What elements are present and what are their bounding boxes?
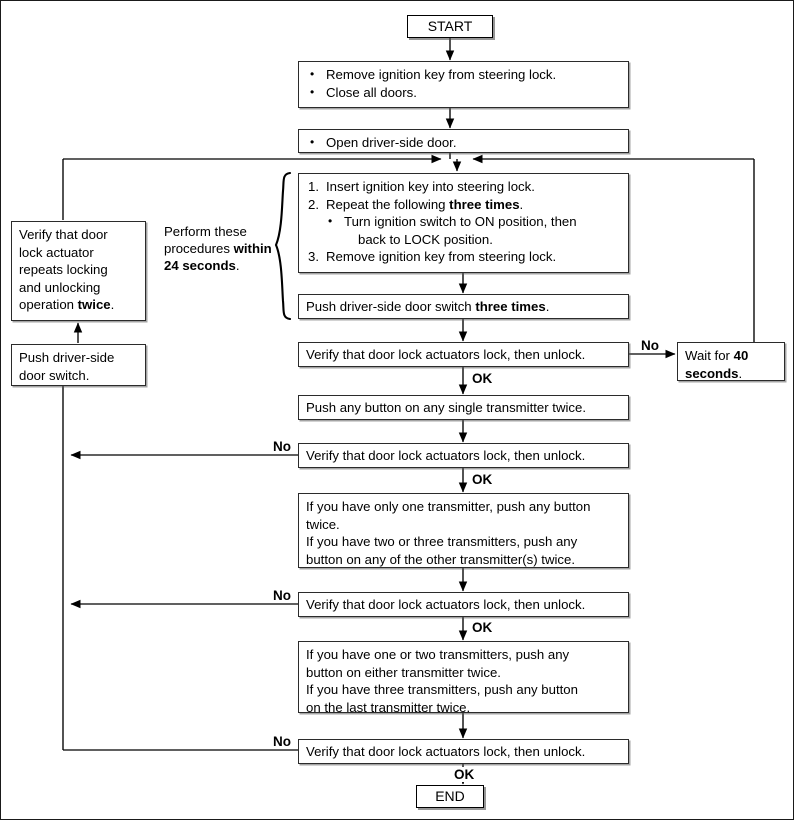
node-verify-actuators-1: Verify that door lock actuators lock, th…: [298, 342, 629, 367]
prep-item-2: • Close all doors.: [310, 84, 417, 100]
edge-label-no-2: No: [272, 439, 292, 454]
node-end: END: [416, 785, 484, 808]
procedure-step-2-sub-cont: back to LOCK position.: [358, 231, 493, 247]
bullet-icon: •: [310, 84, 315, 99]
edge-label-no-4: No: [272, 734, 292, 749]
bullet-icon: •: [328, 214, 333, 228]
open-door-item-1: • Open driver-side door.: [310, 135, 457, 150]
procedure-step-1: 1. Insert ignition key into steering loc…: [308, 179, 535, 194]
node-prep-steps: • Remove ignition key from steering lock…: [298, 61, 629, 108]
edge-label-no-3: No: [272, 588, 292, 603]
edge-label-ok-1: OK: [471, 371, 494, 386]
node-verify-actuators-3: Verify that door lock actuators lock, th…: [298, 592, 629, 617]
node-start: START: [407, 15, 493, 38]
prep-item-1: • Remove ignition key from steering lock…: [310, 67, 557, 82]
timing-brace: [271, 171, 293, 321]
edge-label-no-1: No: [640, 338, 660, 353]
node-open-driver-door: • Open driver-side door.: [298, 129, 629, 153]
node-push-door-switch-three-times: Push driver-side door switch three times…: [298, 294, 629, 319]
node-verify-actuators-2: Verify that door lock actuators lock, th…: [298, 443, 629, 468]
edge-label-ok-4: OK: [453, 767, 476, 782]
procedure-step-2-sub: • Turn ignition switch to ON position, t…: [328, 214, 577, 229]
node-verify-actuators-4: Verify that door lock actuators lock, th…: [298, 739, 629, 764]
edge-label-ok-3: OK: [471, 620, 494, 635]
procedure-step-2: 2. Repeat the following three times.: [308, 196, 524, 212]
timing-note: Perform these procedures within 24 secon…: [164, 224, 272, 273]
node-key-procedure: 1. Insert ignition key into steering loc…: [298, 173, 629, 273]
procedure-step-3: 3. Remove ignition key from steering loc…: [308, 249, 557, 264]
node-push-single-transmitter: Push any button on any single transmitte…: [298, 395, 629, 420]
bullet-icon: •: [310, 135, 315, 149]
edge-label-ok-2: OK: [471, 472, 494, 487]
node-verify-repeat-lock-unlock: Verify that door lock actuator repeats l…: [11, 221, 146, 321]
node-transmitters-instruction-b: If you have one or two transmitters, pus…: [298, 641, 629, 715]
bullet-icon: •: [310, 67, 315, 81]
node-push-driver-side-door-switch: Push driver-side door switch.: [11, 344, 146, 386]
start-label: START: [427, 18, 473, 34]
node-transmitters-instruction-a: If you have only one transmitter, push a…: [298, 493, 629, 568]
node-wait-40-seconds: Wait for 40 seconds.: [677, 342, 785, 381]
end-label: END: [435, 788, 465, 804]
